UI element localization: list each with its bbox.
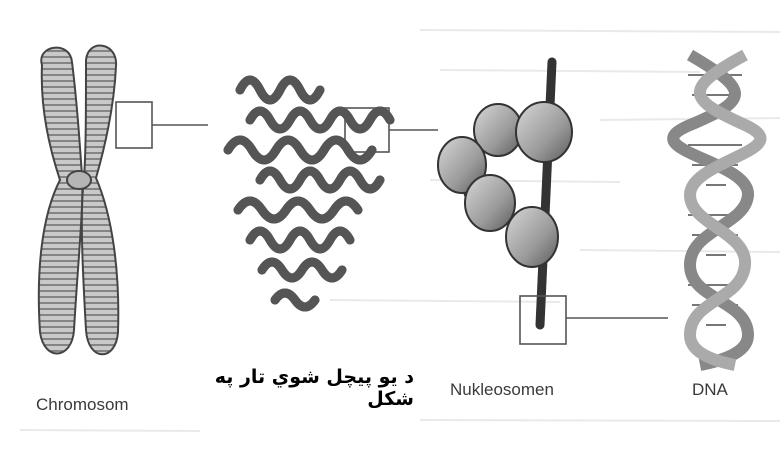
nucleosome-histones [437, 101, 573, 268]
dna-label: DNA [692, 380, 728, 399]
nucleosomes-label: Nukleosomen [450, 380, 554, 399]
chromosome-callout [115, 101, 208, 149]
dna-helix [667, 49, 767, 371]
coiled-strand-callout [344, 107, 438, 153]
coiled-strand-label: د يو پيچل شوي تار په شکل [214, 366, 414, 410]
chromosome-label: Chromosom [36, 395, 129, 414]
nucleosome-callout [519, 295, 668, 345]
coiled-strand [223, 80, 395, 307]
chromosome-shape [37, 44, 120, 356]
